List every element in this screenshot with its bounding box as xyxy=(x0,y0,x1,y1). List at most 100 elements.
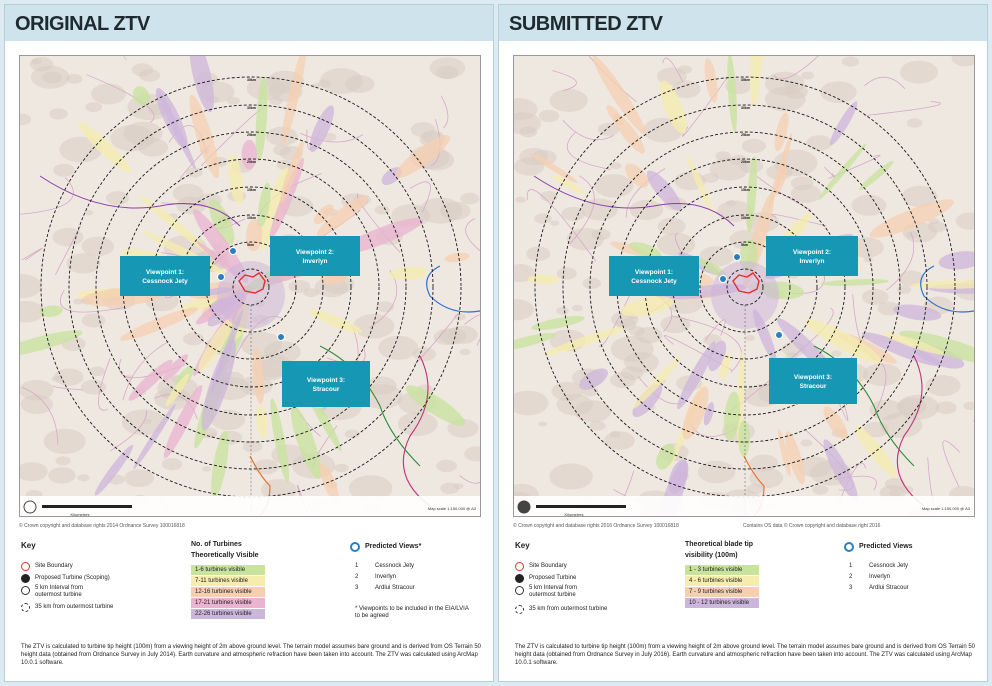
viewpoint-marker xyxy=(217,273,225,281)
hill-shade xyxy=(660,315,691,334)
visibility-patch xyxy=(514,332,556,352)
visibility-patch xyxy=(720,353,732,379)
road-line xyxy=(296,484,309,516)
visibility-patch xyxy=(444,252,470,263)
hill-shade xyxy=(344,429,360,439)
visibility-patch xyxy=(543,326,626,356)
road-line xyxy=(465,218,480,252)
ring-label: 30km xyxy=(741,106,750,110)
ring-label: 25km xyxy=(741,133,750,137)
visibility-patch xyxy=(257,182,271,227)
visibility-patch xyxy=(656,443,675,470)
legend-swatch: 7 - 9 turbines visible xyxy=(685,587,759,597)
viewpoint-title: Viewpoint 3: xyxy=(307,377,345,384)
visibility-patch xyxy=(659,80,687,134)
road-line xyxy=(52,385,83,391)
pv-number: 3 xyxy=(355,585,359,591)
ring-label: 15km xyxy=(741,188,750,192)
key-item: Site Boundary xyxy=(35,563,73,569)
road-line xyxy=(122,340,170,401)
visibility-patch xyxy=(778,429,791,477)
hill-shade xyxy=(81,313,106,328)
hill-shade xyxy=(176,196,207,215)
map-credit: Map scale 1:150,000 @ A3 xyxy=(922,506,971,511)
interval-ring-icon xyxy=(21,586,30,595)
viewpoint-title: Viewpoint 3: xyxy=(794,374,832,381)
hill-shade xyxy=(540,190,558,202)
ring-label: 20km xyxy=(741,160,750,164)
legend-swatch: 4 - 6 turbines visible xyxy=(685,576,759,586)
visibility-patch xyxy=(39,305,63,317)
turbine-icon xyxy=(515,574,524,583)
map-footer xyxy=(514,496,974,516)
road-line xyxy=(20,177,74,215)
road-line xyxy=(662,57,684,82)
hill-shade xyxy=(784,84,808,99)
visibility-patch xyxy=(241,139,258,170)
visibility-patch xyxy=(859,160,894,191)
visibility-patch xyxy=(245,219,263,252)
distance-ring xyxy=(726,268,764,306)
pv-label: Inverlyn xyxy=(869,574,891,580)
legend-swatch: 7-11 turbines visible xyxy=(191,576,265,586)
visibility-patch xyxy=(592,56,646,135)
hill-shade xyxy=(410,122,436,138)
distance-ring xyxy=(40,76,462,498)
hill-shade xyxy=(534,213,552,224)
hill-shade xyxy=(573,400,612,423)
hill-shade xyxy=(378,335,419,360)
key-item: 35 km from outermost turbine xyxy=(529,606,608,612)
hill-shade xyxy=(927,221,947,233)
viewpoint-title: Viewpoint 2: xyxy=(296,249,334,256)
legend-subheading: visibility (100m) xyxy=(685,552,738,559)
visibility-patch xyxy=(259,167,290,251)
scale-bar xyxy=(536,505,626,508)
hill-shade xyxy=(898,270,926,287)
visibility-patch xyxy=(823,439,858,501)
road-line xyxy=(59,289,125,313)
hill-shade xyxy=(730,154,748,166)
predicted-view-icon xyxy=(350,542,360,552)
legend-swatch: 1 - 3 turbines visible xyxy=(685,565,759,575)
legend-swatch: 1-6 turbines visible xyxy=(191,565,265,575)
key-item: Proposed Turbine (Scoping) xyxy=(35,575,110,581)
pv-number: 1 xyxy=(849,563,853,569)
visibility-patch xyxy=(869,199,955,238)
visibility-patch xyxy=(911,280,974,289)
visibility-patch xyxy=(768,132,793,209)
viewpoint-title: Viewpoint 1: xyxy=(146,269,184,276)
river xyxy=(426,265,480,313)
hill-shade xyxy=(353,313,395,339)
hill-shade xyxy=(242,440,263,453)
hill-shade xyxy=(131,63,154,77)
panel-title: ORIGINAL ZTV xyxy=(15,13,150,35)
hill-shade xyxy=(603,431,635,450)
key-item: 5 km Interval from outermost turbine xyxy=(529,585,578,598)
distance-ring xyxy=(95,131,407,443)
visibility-patch xyxy=(829,101,858,146)
pv-number: 3 xyxy=(849,585,853,591)
visibility-patch xyxy=(529,152,578,183)
road-line xyxy=(569,175,595,245)
visibility-patch xyxy=(133,403,176,470)
visibility-patch xyxy=(162,354,189,381)
hill-shade xyxy=(124,469,154,488)
predicted-view-icon xyxy=(844,542,854,552)
viewpoint-callout xyxy=(120,256,210,296)
visibility-patch xyxy=(189,94,220,179)
viewpoint-name: Stracour xyxy=(800,383,827,390)
ring-label: 15km xyxy=(247,188,256,192)
viewpoint-callout xyxy=(766,236,858,276)
visibility-patch xyxy=(210,309,243,395)
hill-shade xyxy=(951,56,974,67)
visibility-patch xyxy=(319,463,339,503)
legend-subheading: Theoretically Visible xyxy=(191,552,259,559)
hill-shade xyxy=(20,394,53,415)
ring-label: 10km xyxy=(247,216,256,220)
visibility-patch xyxy=(309,105,335,152)
hill-shade xyxy=(53,163,75,177)
visibility-patch xyxy=(228,154,244,205)
